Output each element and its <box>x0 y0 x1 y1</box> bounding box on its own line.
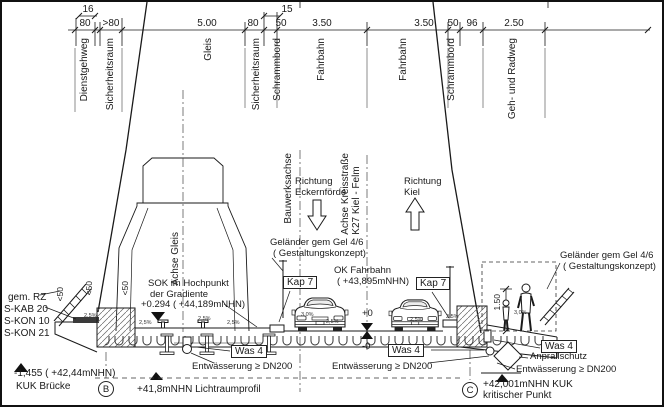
slope-label-5: 3,0% <box>301 312 314 318</box>
gelaender-left-line2: ( Gestaltungskonzept) <box>273 247 366 259</box>
lane-fahrbahn-right: Fahrbahn <box>398 38 409 81</box>
slope-label-8: 2,5% <box>446 314 459 320</box>
entwaesserung-label-2: Entwässerung ≥ DN200 <box>332 361 433 372</box>
bridge-deck <box>54 305 558 359</box>
lane-fahrbahn-left: Fahrbahn <box>316 38 327 81</box>
sok-line3: +0.294 ( +44,189mNHN) <box>141 299 246 311</box>
gelaender-right-line2: ( Gestaltungskonzept) <box>563 260 656 272</box>
dim-16: 16 <box>82 4 94 15</box>
plus-zero-label: +0 <box>362 308 373 319</box>
gem-rz-label: gem. RZ <box>8 292 47 303</box>
s-kab-20-label: S-KAB 20 <box>4 304 48 315</box>
dim-250: 2.50 <box>504 18 524 29</box>
kuk-kritischer-punkt-elevation: +42,001mNHN KUK <box>483 379 573 390</box>
impact-protection-diamond <box>493 341 523 371</box>
pedestrian-clearance-box <box>481 261 557 332</box>
entwaesserung-label-3: Entwässerung ≥ DN200 <box>516 364 617 375</box>
lane-sicherheitsraum-left: Sicherheitsraum <box>105 38 116 111</box>
kuk-kritischer-punkt-label: kritischer Punkt <box>483 390 552 401</box>
dim-350b: 3.50 <box>414 18 434 29</box>
dim-500: 5.00 <box>197 18 217 29</box>
gelaender-right-line1: Geländer gem Gel 4/6 <box>560 250 654 261</box>
slope-label-1: 2,5% <box>84 313 97 319</box>
lane-dienstgehweg: Dienstgehweg <box>79 38 90 102</box>
sok-label: SOK im Hochpunkt der Gradiente +0.294 ( … <box>141 278 246 311</box>
anprallschutz-label: Anprallschutz <box>530 351 588 362</box>
slope-label-7: 2,5% <box>410 317 423 323</box>
section-marker-b: B <box>98 381 114 397</box>
dim-15: 15 <box>281 4 293 15</box>
clearance-profile <box>115 157 250 332</box>
pylon-edges <box>97 1 482 334</box>
axis-centerlines <box>105 90 471 392</box>
achse-kreisstrasse-line2: K27 Kiel - Felm <box>351 166 363 235</box>
dim-50a: 50 <box>275 18 287 29</box>
left-railing <box>53 283 92 327</box>
drain-pipes <box>182 329 495 356</box>
level-markers <box>14 312 509 382</box>
arrow-down-icon <box>307 199 327 231</box>
was4-box-2: Was 4 <box>388 344 424 358</box>
richtung-kiel-line1: Richtung <box>404 176 442 187</box>
car-right <box>388 299 442 332</box>
pedestrian-figures <box>502 283 535 332</box>
lichtraumprofil-label: +41,8mNHN Lichtraumprofil <box>137 384 261 395</box>
s-kon-10-label: S-KON 10 <box>4 316 50 327</box>
dim-80b: 80 <box>247 18 259 29</box>
slope-label-6: 2,5% <box>326 319 339 325</box>
slope-label-9: 3,0% <box>514 310 527 316</box>
dim-80a: 80 <box>79 18 91 29</box>
section-marker-c: C <box>462 382 478 398</box>
dim-lt50-c: <50 <box>120 281 130 296</box>
gelaender-left-label: Geländer gem Gel 4/6 ( Gestaltungskonzep… <box>270 237 366 259</box>
lane-schrammbord-right: Schrammbord <box>446 38 457 101</box>
richtung-kiel-line2: Kiel <box>404 186 420 198</box>
entwaesserung-label-1: Entwässerung ≥ DN200 <box>192 361 293 372</box>
gelaender-right-label: Geländer gem Gel 4/6 ( Gestaltungskonzep… <box>560 250 656 272</box>
ok-fahrbahn-label: OK Fahrbahn ( +43,895mNHN) <box>334 265 410 287</box>
s-kon-21-label: S-KON 21 <box>4 328 50 339</box>
dimension-chain <box>68 2 652 118</box>
kuk-bruecke-label: KUK Brücke <box>16 381 71 392</box>
lane-gleis: Gleis <box>203 38 214 61</box>
right-railing <box>539 287 575 326</box>
rails <box>157 319 209 329</box>
richtung-eck-line1: Richtung <box>295 176 333 187</box>
bauwerksachse-label: Bauwerksachse <box>283 153 294 224</box>
was4-box-1: Was 4 <box>231 345 267 359</box>
minus-zero-label: -0 <box>362 341 371 352</box>
was4-box-3: Was 4 <box>541 340 577 354</box>
lane-schrammbord-left: Schrammbord <box>272 38 283 101</box>
richtung-kiel-label: Richtung Kiel <box>404 176 442 198</box>
lane-geh-und-radweg: Geh- und Radweg <box>507 38 518 120</box>
kuk-bruecke-elevation: -1,455 ( +42,44mNHN) <box>14 368 116 379</box>
slope-label-2: 2,5% <box>139 320 152 326</box>
dim-lt50-a: <50 <box>55 287 65 302</box>
richtung-eck-line2: Eckernförde <box>295 186 347 198</box>
lane-sicherheitsraum-right: Sicherheitsraum <box>251 38 262 111</box>
dim-96: 96 <box>466 18 478 29</box>
dim-gt80: >80 <box>102 18 120 29</box>
slope-label-3: 2,5% <box>198 316 211 322</box>
dim-350a: 3.50 <box>312 18 332 29</box>
dim-lt50-b: <50 <box>84 281 94 296</box>
leader-lines <box>39 257 561 370</box>
ok-fahrbahn-line2: ( +43,895mNHN) <box>337 275 410 287</box>
dim-50b: 50 <box>447 18 459 29</box>
sok-line1: SOK im Hochpunkt <box>148 278 229 289</box>
ok-fahrbahn-line1: OK Fahrbahn <box>334 265 392 276</box>
kap7-right-box: Kap 7 <box>416 277 451 291</box>
sok-line2: der Gradiente <box>150 288 209 300</box>
arrow-up-icon <box>405 197 425 231</box>
kap7-left-box: Kap 7 <box>283 276 318 290</box>
richtung-eckernfoerde-label: Richtung Eckernförde <box>295 176 347 198</box>
gelaender-left-line1: Geländer gem Gel 4/6 <box>270 237 364 248</box>
dim-150: 1.50 <box>492 294 502 311</box>
slope-label-4: 2,5% <box>227 320 240 326</box>
